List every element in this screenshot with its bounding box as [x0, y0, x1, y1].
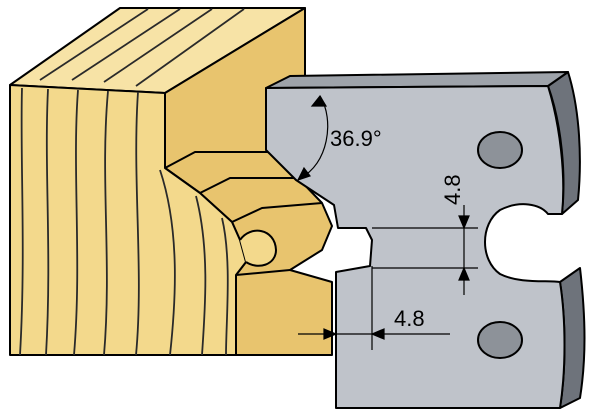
wood-profile-edge — [164, 151, 268, 169]
v-arrowhead-bottom — [458, 266, 470, 281]
h-arrowhead-left — [323, 328, 338, 340]
wood-profile-edge-2 — [199, 177, 298, 194]
v-arrowhead-top — [458, 215, 470, 230]
wood-grain — [19, 8, 245, 356]
knife — [265, 71, 586, 409]
depth-vertical-label: 4.8 — [440, 174, 465, 205]
wood-profile-edge-3 — [231, 202, 323, 223]
depth-horizontal-label: 4.8 — [394, 306, 425, 331]
angle-arrowhead-bottom — [296, 166, 311, 182]
h-arrowhead-right — [370, 328, 385, 340]
angle-arrowhead-top — [310, 94, 328, 107]
angle-label: 36.9° — [330, 126, 382, 151]
dimension-lines — [296, 94, 478, 350]
wood-bead — [239, 229, 277, 267]
wood-profile-edge-4 — [235, 269, 291, 276]
knife-hole-bottom — [477, 321, 523, 359]
knife-hole-top — [477, 131, 523, 169]
